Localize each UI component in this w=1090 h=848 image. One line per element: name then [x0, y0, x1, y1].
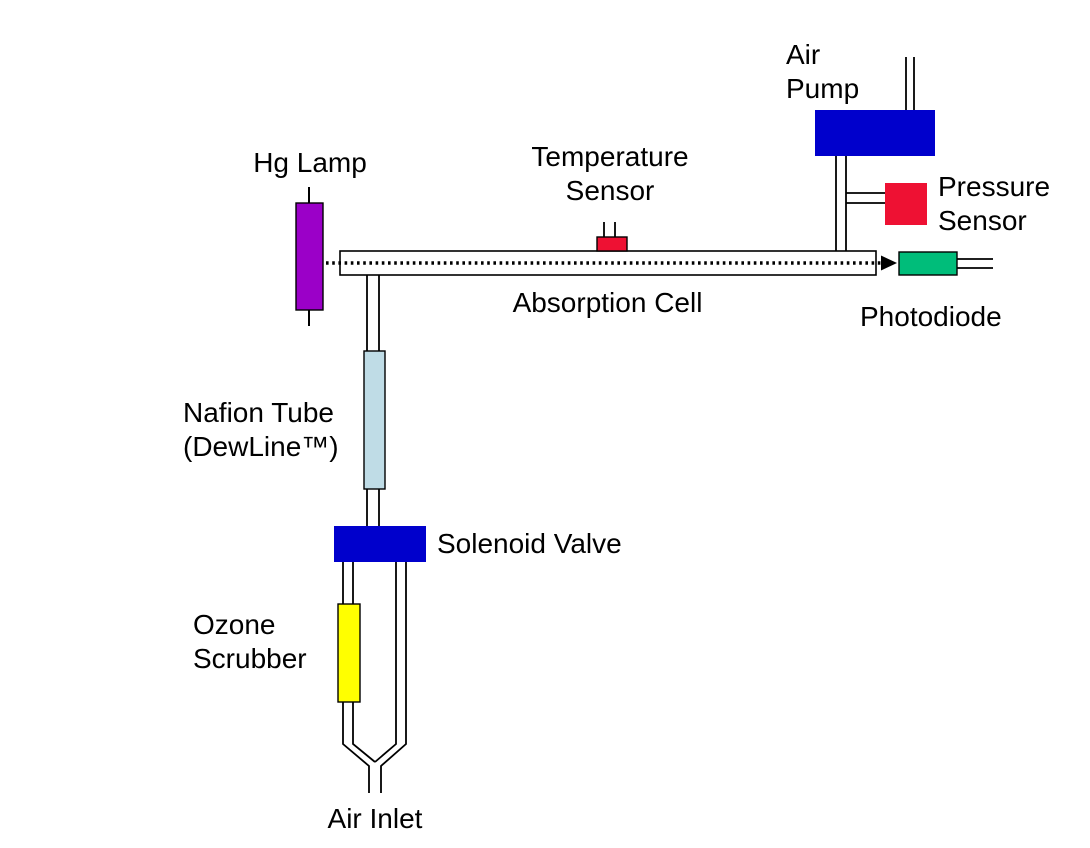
- ozone-scrubber-body: [337, 603, 361, 703]
- air-pump-body: [815, 110, 935, 156]
- nafion-tube-body: [363, 350, 386, 490]
- cell-to-nafion-tube: [366, 275, 380, 351]
- light-beam-arrowhead: [881, 255, 897, 271]
- temperature-sensor-leads: [603, 222, 616, 237]
- photodiode-leads: [957, 258, 993, 269]
- pressure-sensor-leads: [846, 192, 885, 204]
- nafion-to-valve-tube: [366, 489, 380, 526]
- solenoid-valve-body: [334, 526, 426, 562]
- hg-lamp-body: [295, 202, 324, 311]
- pump-exhaust-tube: [905, 57, 915, 110]
- temperature-sensor-body: [596, 236, 628, 252]
- pressure-sensor-body: [885, 183, 927, 225]
- photodiode-body: [898, 251, 958, 276]
- pump-to-cell-tube: [835, 156, 847, 251]
